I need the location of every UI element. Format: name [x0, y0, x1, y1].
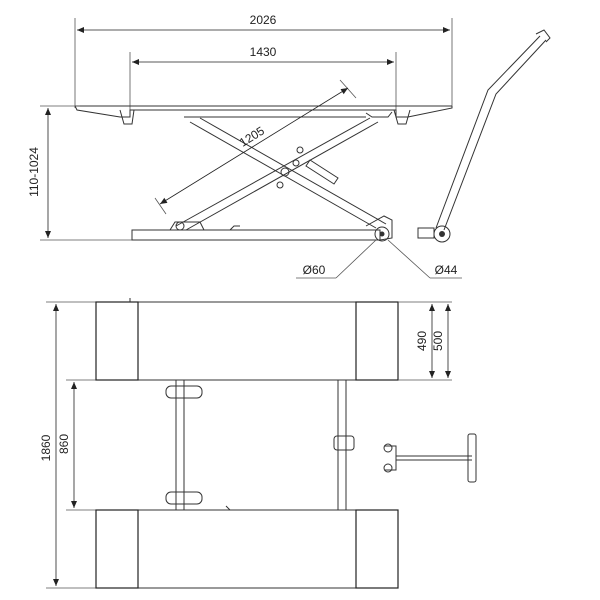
dimension-height-range: 110-1024	[27, 105, 135, 241]
pad-bottom-right	[355, 509, 399, 589]
wheel-diameter-label: Ø60	[303, 263, 326, 277]
side-view: 2026 1430 110-1024	[27, 13, 551, 279]
scissor-arms	[175, 117, 387, 231]
base-frame	[131, 215, 393, 241]
overall-width-label: 1860	[39, 434, 53, 461]
base-wheel	[374, 226, 390, 242]
track-width-label: 860	[57, 434, 71, 454]
roller-diameter-label: Ø44	[435, 263, 458, 277]
pad-width-label: 490	[415, 331, 429, 351]
pad-bottom-left	[95, 509, 139, 589]
arm-length-label: 1205	[237, 123, 267, 149]
height-range-label: 110-1024	[27, 147, 41, 197]
dimension-overall-length: 2026	[74, 13, 453, 108]
dimension-track-width: 860	[57, 379, 96, 511]
handle-top-view	[383, 433, 477, 483]
bottom-platform	[95, 505, 399, 589]
top-view: 1860 860 490 500	[39, 298, 477, 589]
dimension-arm-length: 1205	[154, 79, 357, 215]
dimension-pad: 490 500	[398, 301, 452, 381]
dimension-inner-length: 1430	[129, 45, 397, 110]
pad-top-left	[95, 301, 139, 381]
top-platform	[95, 298, 399, 381]
pad-top-right	[355, 301, 399, 381]
wheel-diameter-callouts: Ø60 Ø44	[296, 239, 462, 279]
overall-length-label: 2026	[250, 13, 277, 27]
dimension-overall-width: 1860	[39, 301, 100, 589]
tow-handle	[417, 29, 551, 243]
lift-platform	[74, 105, 453, 125]
center-frame	[165, 380, 355, 510]
inner-length-label: 1430	[250, 45, 277, 59]
pad-outer-label: 500	[431, 331, 445, 351]
